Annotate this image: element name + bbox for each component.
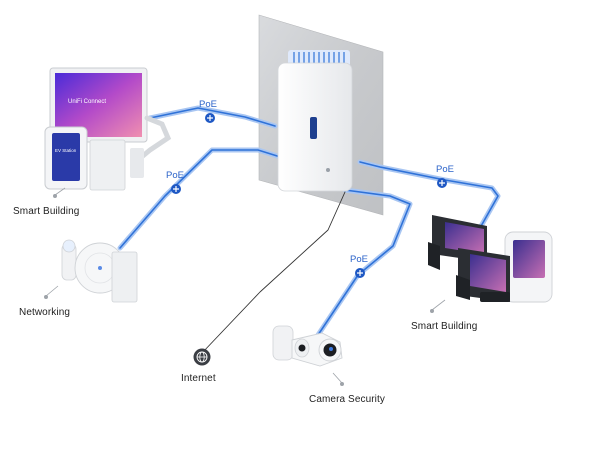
hub-device xyxy=(277,50,353,192)
monitor-screen-text: UniFi Connect xyxy=(68,99,106,105)
signage-monitor: UniFi Connect xyxy=(49,67,172,178)
cable-camera xyxy=(315,187,413,338)
poe-label-left: PoE xyxy=(166,170,184,181)
poe-badge-camera xyxy=(355,268,365,278)
cable-internet xyxy=(201,191,346,354)
networking-devices xyxy=(61,239,138,303)
label-networking: Networking xyxy=(19,307,71,318)
poe-label-right: PoE xyxy=(436,164,454,175)
poe-label-camera: PoE xyxy=(350,254,368,265)
cable-top xyxy=(147,105,278,129)
cable-right xyxy=(357,159,501,231)
ev-tablet: EV Station xyxy=(44,126,126,191)
poe-badge-left xyxy=(171,184,181,194)
globe-icon xyxy=(193,348,211,366)
poe-label-top: PoE xyxy=(199,99,217,110)
poe-badge-right xyxy=(437,178,447,188)
label-internet: Internet xyxy=(181,373,216,384)
camera-device xyxy=(272,325,343,367)
label-smart-building-left: Smart Building xyxy=(13,206,80,217)
label-camera-security: Camera Security xyxy=(309,394,385,405)
cable-left xyxy=(117,147,293,251)
phones-group xyxy=(428,215,553,303)
poe-badge-top xyxy=(205,113,215,123)
cables xyxy=(117,105,501,354)
label-pointers xyxy=(44,187,446,386)
tablet-screen-text: EV Station xyxy=(55,148,77,153)
label-smart-building-right: Smart Building xyxy=(411,321,478,332)
